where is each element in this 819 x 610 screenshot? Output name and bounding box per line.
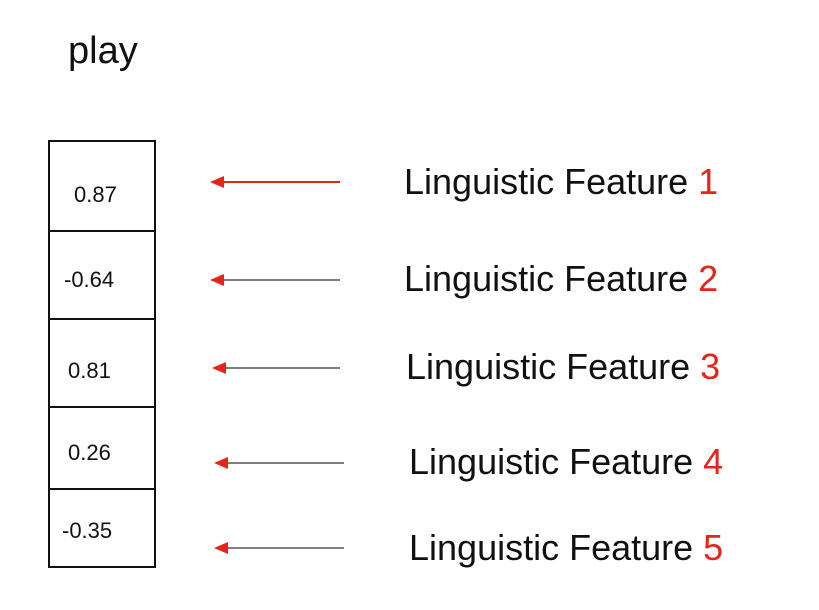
feature-label-4: Linguistic Feature 4: [409, 444, 723, 480]
feature-text-5: Linguistic Feature: [409, 527, 694, 568]
word-label: play: [68, 30, 138, 72]
embedding-vector: 0.87 -0.64 0.81 0.26 -0.35: [48, 140, 156, 568]
arrow-1: [210, 176, 340, 188]
feature-number-2: 2: [698, 258, 719, 299]
vector-value-5: -0.35: [62, 518, 113, 543]
vector-value-2: -0.64: [64, 267, 115, 292]
vector-value-3: 0.81: [68, 358, 111, 383]
vector-cell-2: -0.64: [50, 230, 154, 318]
feature-text-2: Linguistic Feature: [404, 258, 689, 299]
arrow-3: [212, 362, 340, 374]
feature-number-3: 3: [700, 346, 721, 387]
feature-text-3: Linguistic Feature: [406, 346, 691, 387]
vector-cell-5: -0.35: [50, 488, 154, 566]
feature-text-4: Linguistic Feature: [409, 441, 694, 482]
arrow-4: [214, 457, 344, 469]
feature-label-2: Linguistic Feature 2: [404, 261, 718, 297]
feature-number-4: 4: [703, 441, 724, 482]
vector-cell-1: 0.87: [50, 142, 154, 230]
feature-text-1: Linguistic Feature: [404, 161, 689, 202]
feature-label-1: Linguistic Feature 1: [404, 164, 718, 200]
feature-label-5: Linguistic Feature 5: [409, 530, 723, 566]
vector-value-1: 0.87: [74, 182, 117, 207]
vector-value-4: 0.26: [68, 440, 111, 465]
vector-cell-4: 0.26: [50, 406, 154, 488]
feature-number-5: 5: [703, 527, 724, 568]
arrow-2: [210, 274, 340, 286]
feature-number-1: 1: [698, 161, 719, 202]
vector-cell-3: 0.81: [50, 318, 154, 406]
arrow-5: [214, 542, 344, 554]
feature-label-3: Linguistic Feature 3: [406, 349, 720, 385]
